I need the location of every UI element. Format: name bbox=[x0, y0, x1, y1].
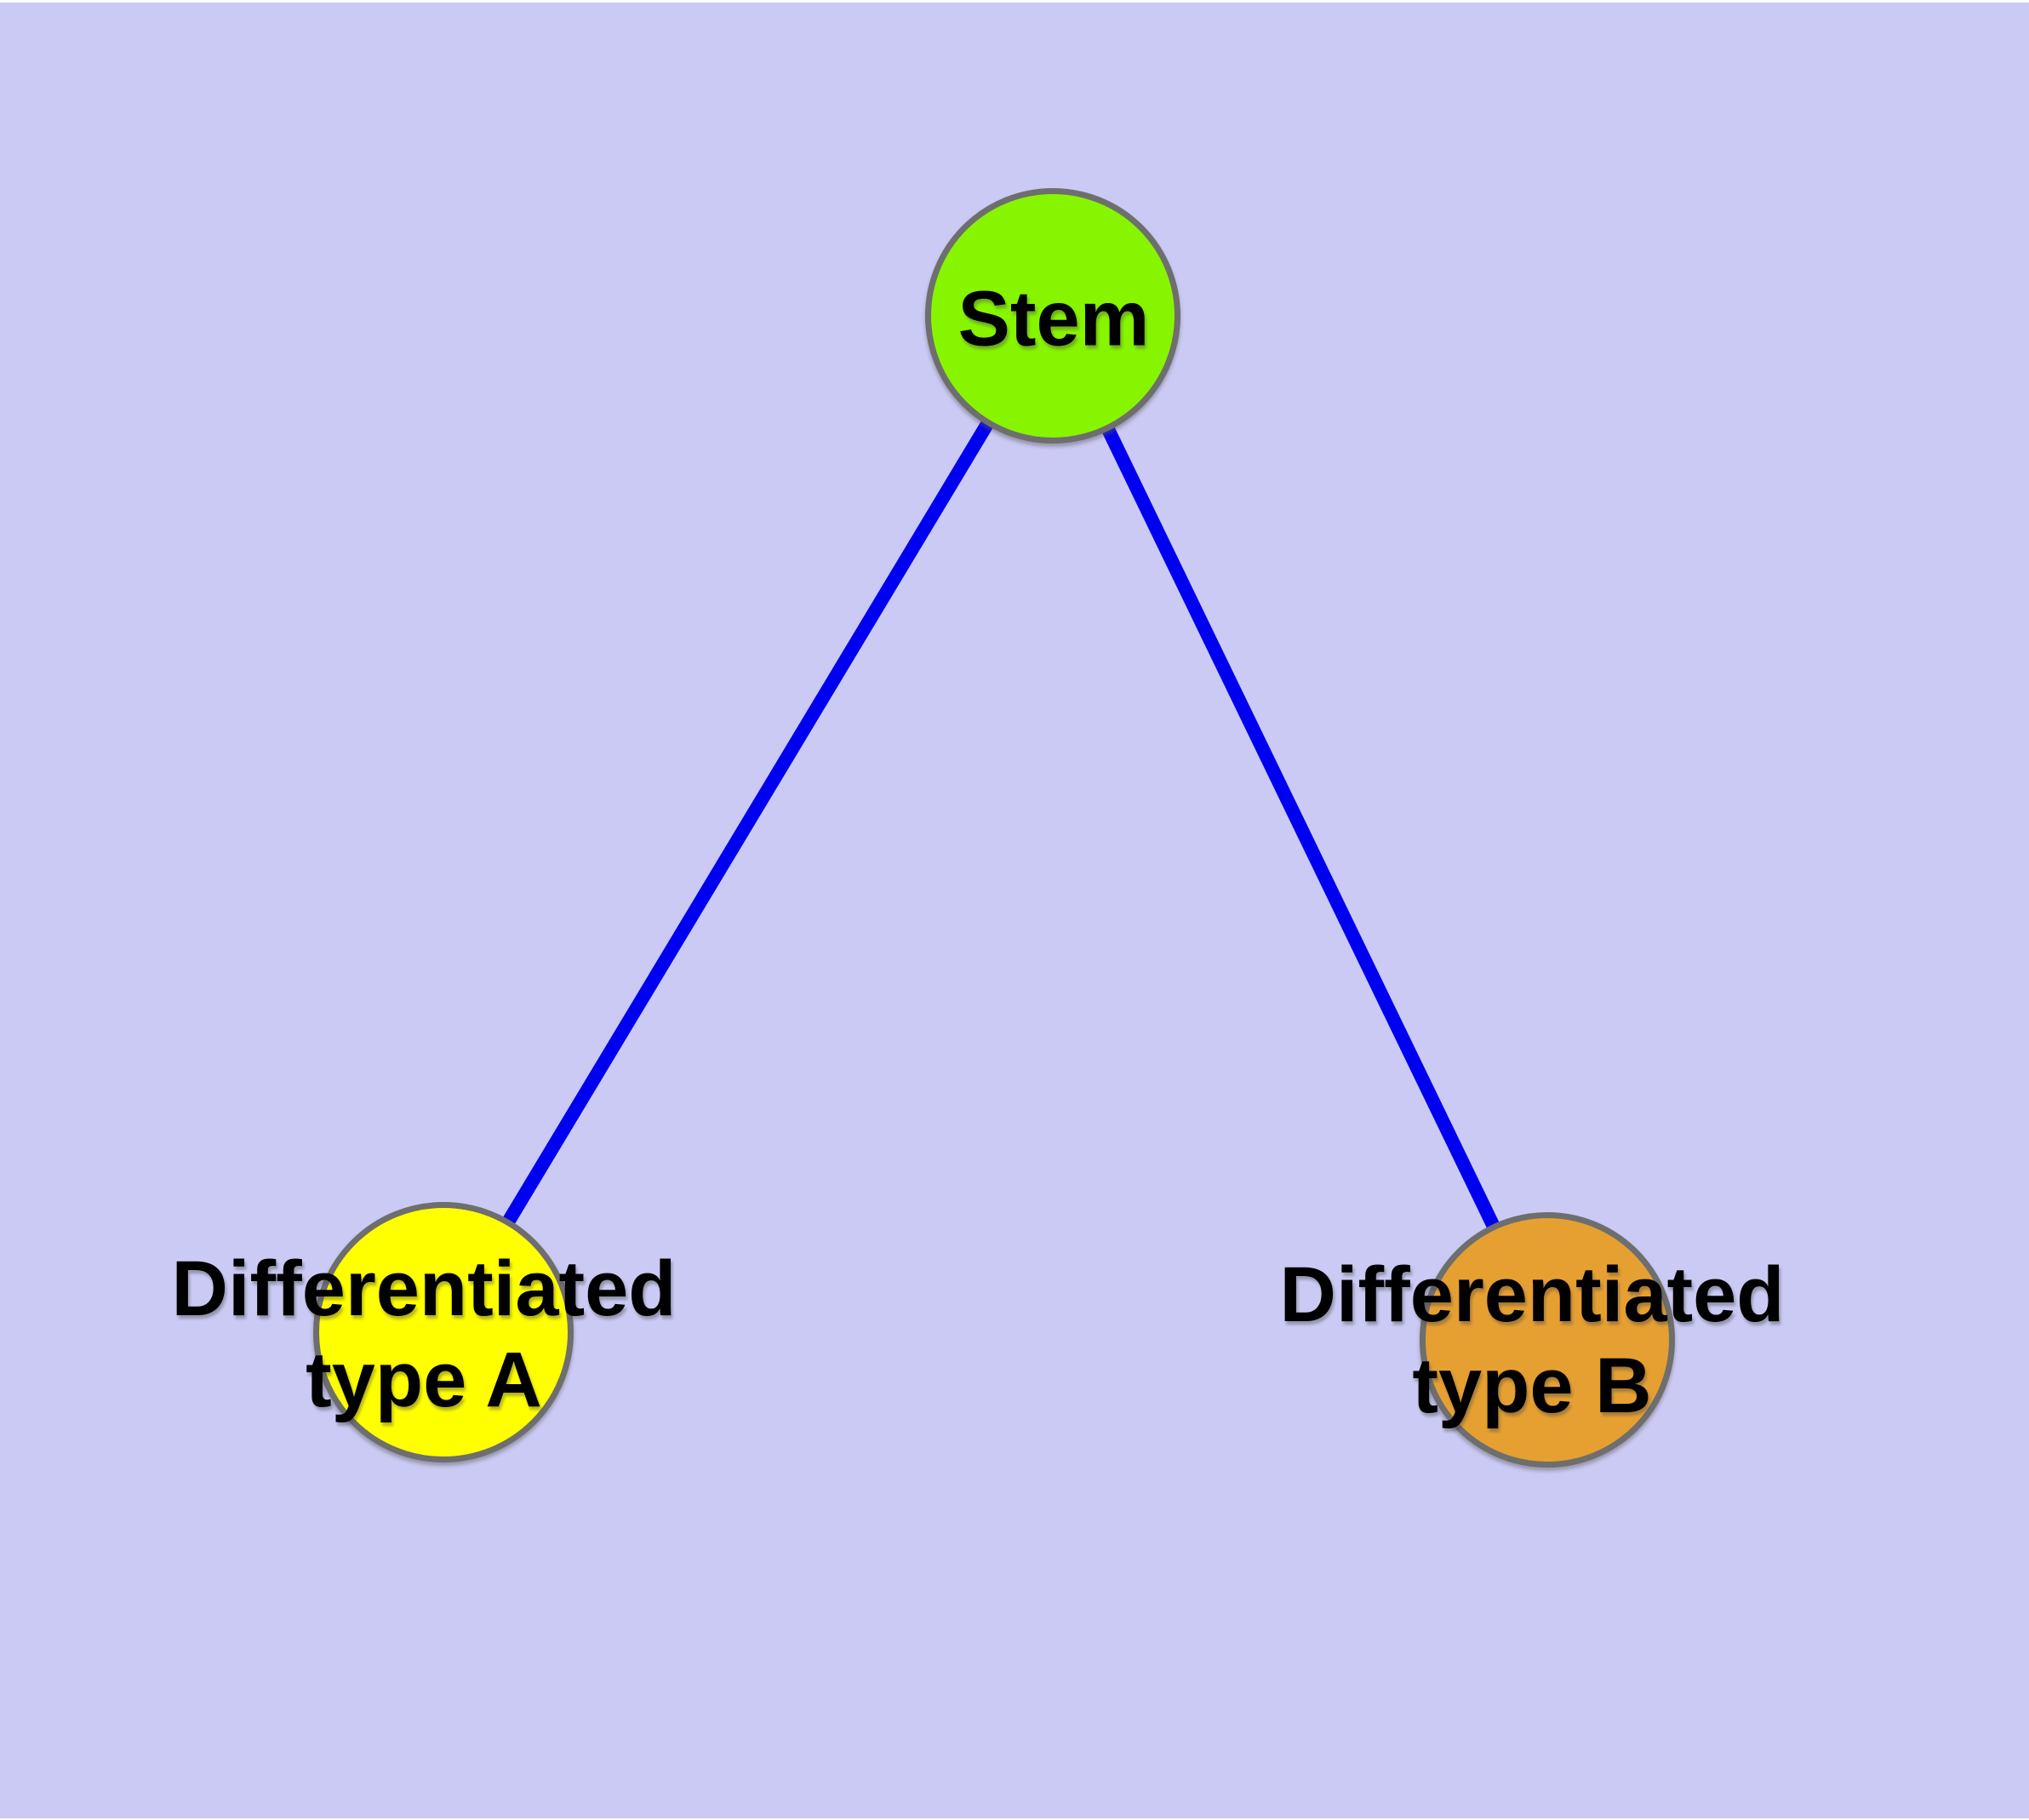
node-differentiated-type-b[interactable] bbox=[1420, 1212, 1675, 1468]
edge-stem-to-type-a bbox=[437, 311, 1059, 1334]
node-label-type-b-line2: type B bbox=[1412, 1342, 1652, 1429]
edge-stem-to-type-b bbox=[1046, 312, 1554, 1341]
diagram-background: Stem Differentiated type A Differentiate… bbox=[0, 3, 2029, 1818]
node-label-stem-text: Stem bbox=[957, 275, 1150, 363]
node-label-differentiated-type-b: Differentiated type B bbox=[1280, 1250, 1785, 1432]
node-label-stem: Stem bbox=[958, 274, 1150, 365]
node-label-differentiated-type-a: Differentiated type A bbox=[172, 1244, 677, 1426]
node-differentiated-type-a[interactable] bbox=[313, 1202, 574, 1462]
node-label-type-a-line2: type A bbox=[306, 1336, 542, 1423]
edges-layer bbox=[437, 311, 1554, 1341]
node-label-type-b-line1: Differentiated bbox=[1279, 1251, 1785, 1338]
node-stem[interactable] bbox=[925, 188, 1180, 444]
node-label-type-a-line1: Differentiated bbox=[171, 1245, 677, 1332]
